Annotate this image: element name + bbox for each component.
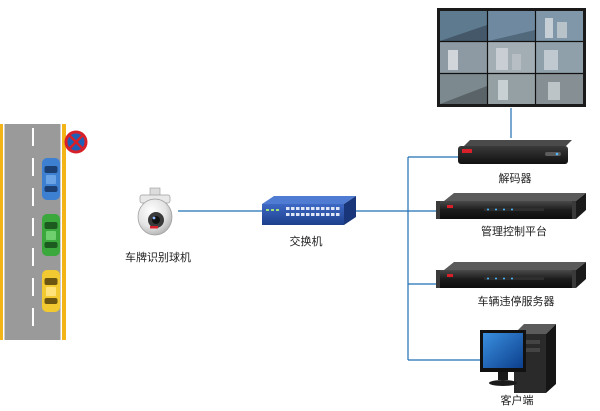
road	[0, 124, 66, 340]
management-platform-device-icon	[436, 193, 586, 219]
no-parking-sign-icon	[64, 130, 88, 154]
yellow-car	[42, 270, 60, 312]
green-car	[42, 214, 60, 256]
video-tiles	[440, 11, 583, 104]
monitor-icon	[480, 330, 526, 386]
management-label: 管理控制平台	[481, 224, 547, 238]
violation-server-label: 车辆违停服务器	[478, 294, 555, 308]
video-wall-icon	[437, 8, 586, 107]
network-switch-icon	[262, 196, 356, 225]
camera-label: 车牌识别球机	[125, 250, 191, 264]
dome-camera-icon	[137, 187, 173, 236]
blue-car	[42, 158, 60, 200]
switch-label: 交换机	[290, 234, 323, 248]
connection-lines	[178, 108, 512, 361]
client-label: 客户端	[501, 393, 534, 407]
decoder-device-icon	[458, 140, 572, 164]
violation-server-device-icon	[436, 262, 586, 288]
decoder-label: 解码器	[499, 171, 532, 185]
client-pc-icon	[480, 324, 556, 393]
